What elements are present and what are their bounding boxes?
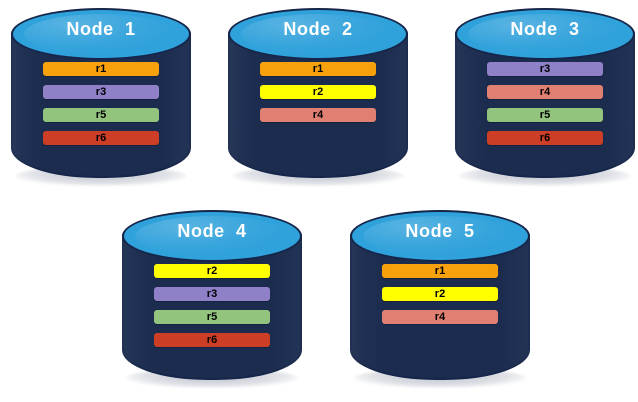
- node-title-label: Node 5: [405, 221, 475, 241]
- record-list: r3 r4 r5 r6: [487, 62, 603, 145]
- record-bar[interactable]: r6: [43, 131, 159, 145]
- cylinder-top-disc: [228, 8, 408, 60]
- record-bar[interactable]: r4: [260, 108, 376, 122]
- node-title-label: Node 4: [177, 221, 247, 241]
- record-bar[interactable]: r3: [487, 62, 603, 76]
- node-cylinder-4[interactable]: Node 4 r2 r3 r5 r6: [120, 208, 304, 391]
- record-list: r1 r2 r4: [260, 62, 376, 122]
- node-cylinder-1[interactable]: Node 1 r1 r3 r5 r6: [9, 6, 193, 189]
- record-bar[interactable]: r3: [154, 287, 270, 301]
- record-bar[interactable]: r4: [382, 310, 498, 324]
- record-bar[interactable]: r1: [260, 62, 376, 76]
- record-list: r1 r3 r5 r6: [43, 62, 159, 145]
- record-bar[interactable]: r6: [154, 333, 270, 347]
- cylinder-top-disc: [350, 210, 530, 262]
- node-cylinder-5[interactable]: Node 5 r1 r2 r4: [348, 208, 532, 391]
- cylinder-top-disc: [455, 8, 635, 60]
- node-title-label: Node 3: [510, 19, 580, 39]
- node-cylinder-3[interactable]: Node 3 r3 r4 r5 r6: [453, 6, 637, 189]
- record-bar[interactable]: r4: [487, 85, 603, 99]
- record-bar[interactable]: r6: [487, 131, 603, 145]
- record-bar[interactable]: r1: [43, 62, 159, 76]
- record-bar[interactable]: r3: [43, 85, 159, 99]
- node-title-label: Node 2: [283, 19, 353, 39]
- record-bar[interactable]: r5: [154, 310, 270, 324]
- record-bar[interactable]: r2: [260, 85, 376, 99]
- record-bar[interactable]: r2: [154, 264, 270, 278]
- record-list: r2 r3 r5 r6: [154, 264, 270, 347]
- cylinder-top-disc: [122, 210, 302, 262]
- record-bar[interactable]: r2: [382, 287, 498, 301]
- node-title-label: Node 1: [66, 19, 136, 39]
- record-list: r1 r2 r4: [382, 264, 498, 324]
- record-bar[interactable]: r1: [382, 264, 498, 278]
- cylinder-top-disc: [11, 8, 191, 60]
- record-bar[interactable]: r5: [487, 108, 603, 122]
- node-cylinder-2[interactable]: Node 2 r1 r2 r4: [226, 6, 410, 189]
- record-bar[interactable]: r5: [43, 108, 159, 122]
